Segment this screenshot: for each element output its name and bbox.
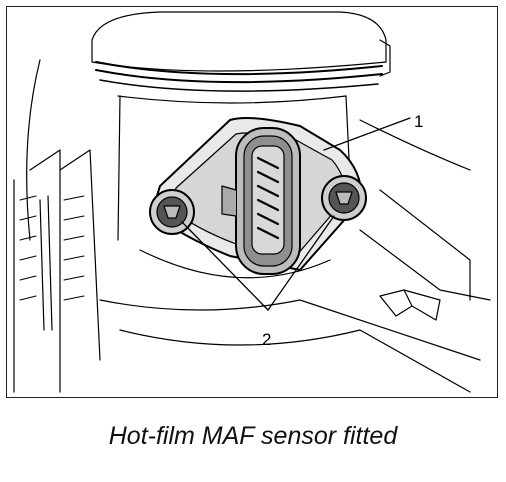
figure-caption: Hot-film MAF sensor fitted — [108, 422, 398, 450]
leader-line-2a — [181, 221, 269, 311]
callout-label-1: 1 — [414, 112, 424, 131]
callout-label-2: 2 — [262, 330, 272, 349]
leader-lines — [181, 117, 411, 311]
connector-plug — [221, 127, 301, 275]
louvre-slats — [19, 195, 85, 301]
leader-line-1 — [323, 117, 411, 151]
left-bolt — [149, 189, 195, 235]
maf-sensor-illustration — [13, 11, 491, 393]
leader-line-2b — [267, 215, 335, 311]
right-bolt — [321, 175, 367, 221]
diagram-figure: 1 2 — [6, 6, 498, 398]
